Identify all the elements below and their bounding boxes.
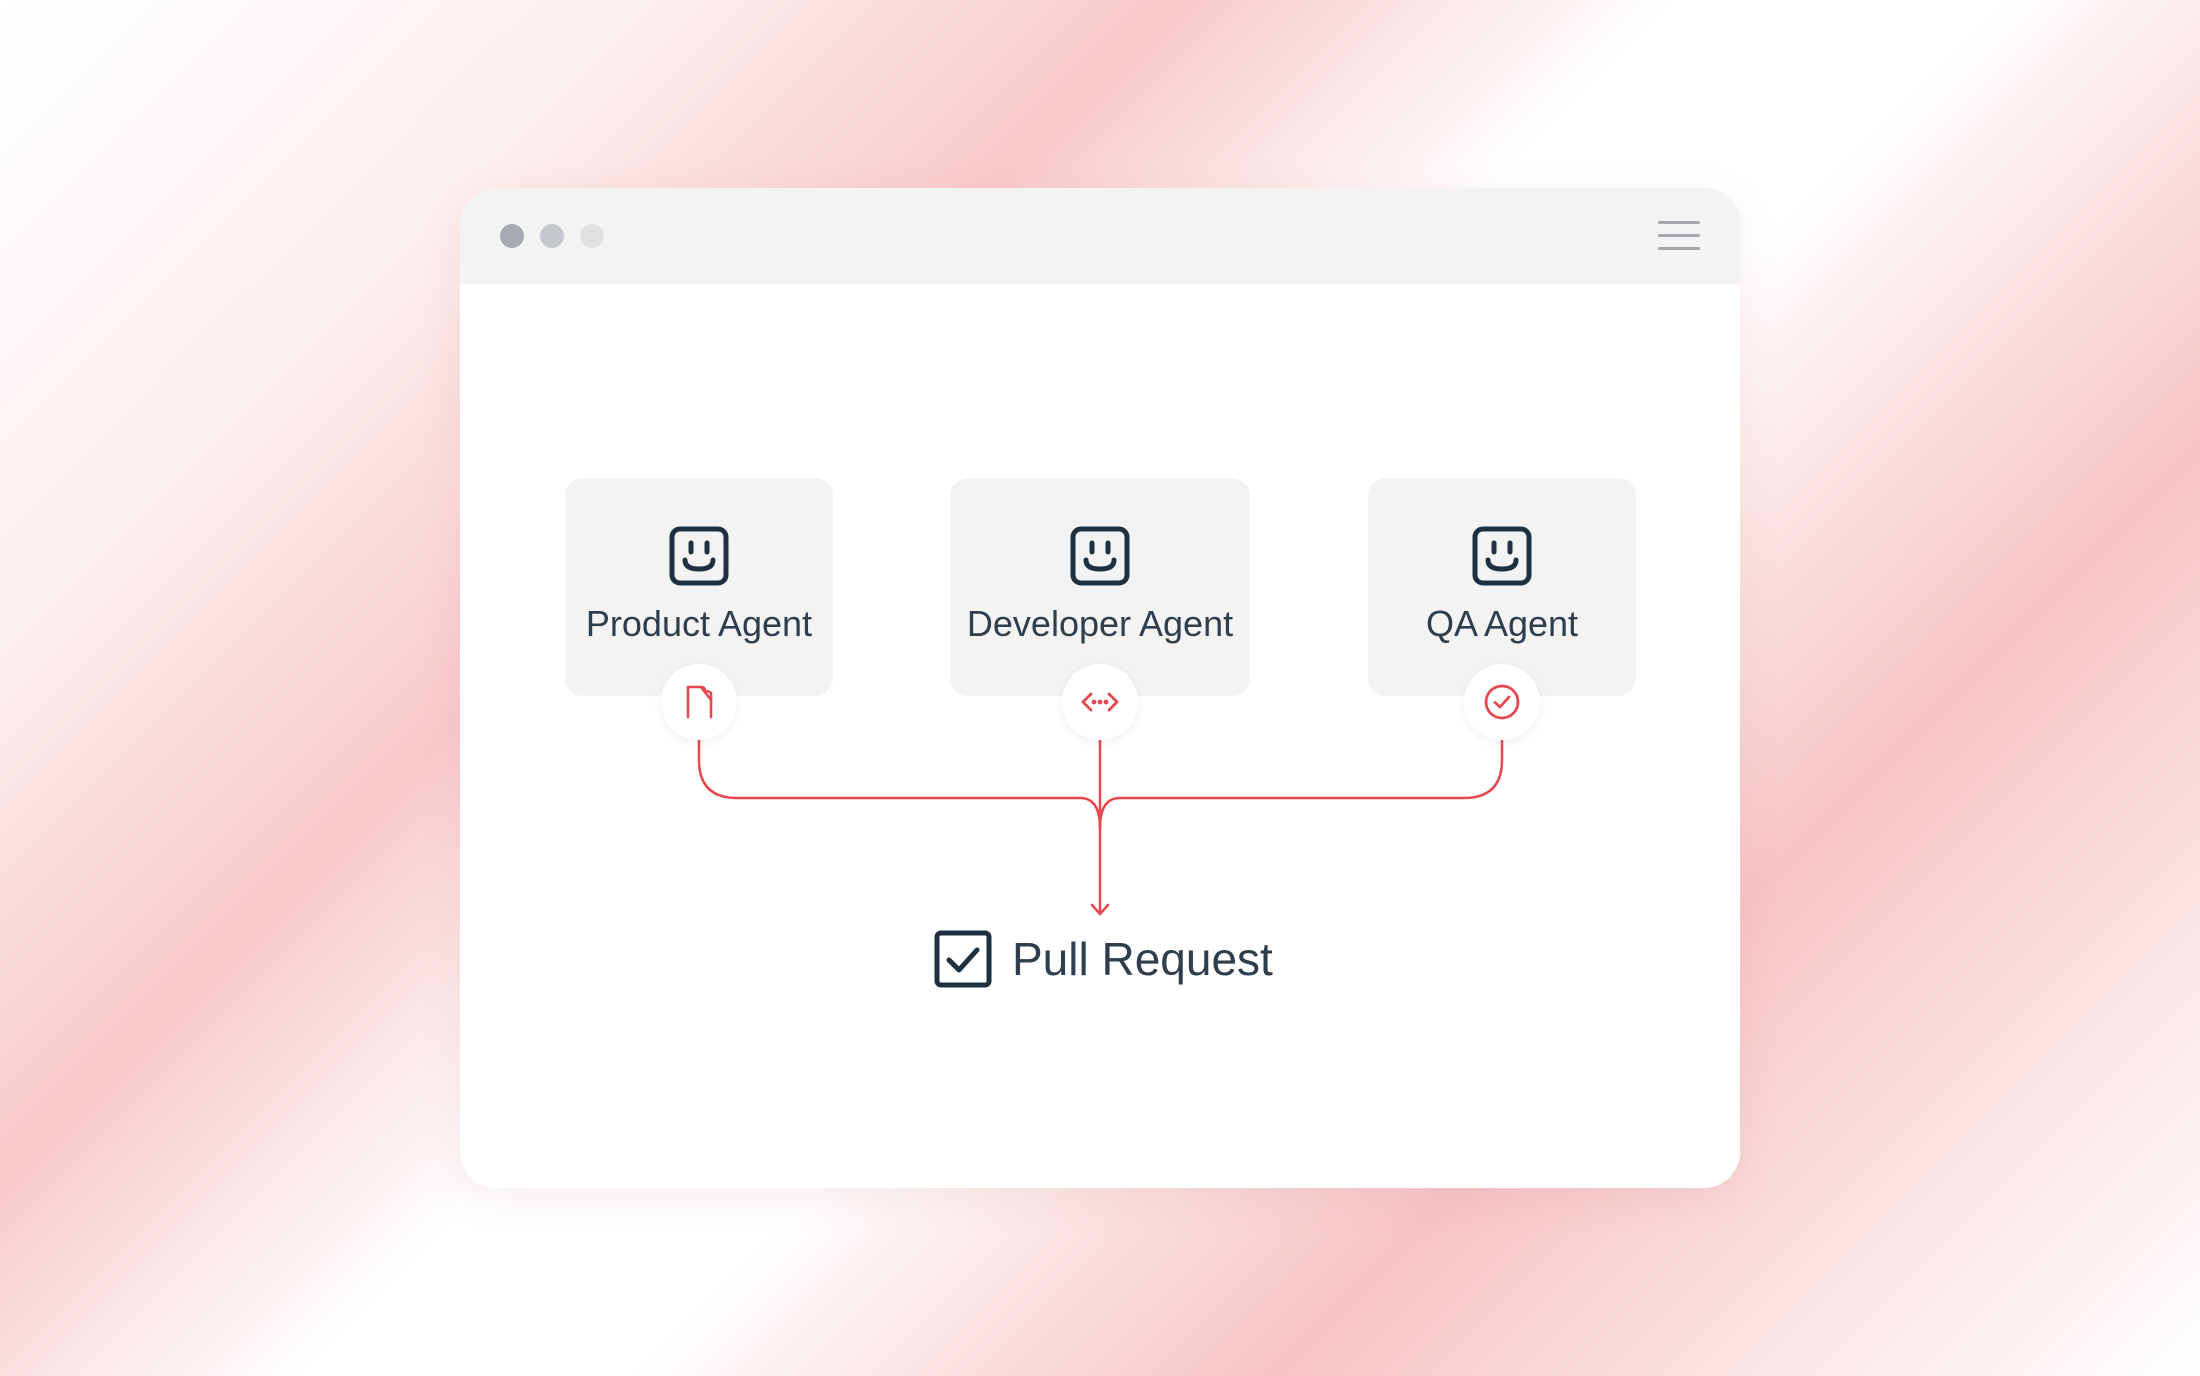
agent-label: Developer Agent (966, 603, 1234, 644)
robot-face-icon (1070, 526, 1130, 586)
app-window: Product Agent Developer Agent QA Agent (460, 188, 1740, 1188)
title-bar (460, 188, 1740, 284)
close-dot[interactable] (500, 224, 524, 248)
agent-label: Product Agent (585, 603, 813, 644)
checkbox-checked-icon (934, 930, 992, 988)
robot-face-icon (669, 526, 729, 586)
hamburger-menu-icon[interactable] (1658, 218, 1700, 254)
badge-developer (1062, 664, 1138, 740)
agent-card-developer: Developer Agent (950, 478, 1250, 696)
document-icon (686, 685, 713, 719)
badge-qa (1464, 664, 1540, 740)
arrow-head (1090, 903, 1110, 916)
robot-face-icon (1472, 526, 1532, 586)
code-brackets-icon (1081, 692, 1119, 712)
agent-card-product: Product Agent (565, 478, 833, 696)
maximize-dot[interactable] (580, 224, 604, 248)
minimize-dot[interactable] (540, 224, 564, 248)
check-circle-icon (1484, 684, 1520, 720)
agent-label: QA Agent (1425, 603, 1579, 644)
pull-request-output: Pull Request (934, 928, 1294, 990)
connector-product (697, 736, 1102, 830)
agent-card-qa: QA Agent (1368, 478, 1636, 696)
flow-connectors (697, 736, 1504, 916)
badge-product (661, 664, 737, 740)
connector-qa (1098, 736, 1504, 830)
pull-request-label: Pull Request (1012, 933, 1273, 985)
